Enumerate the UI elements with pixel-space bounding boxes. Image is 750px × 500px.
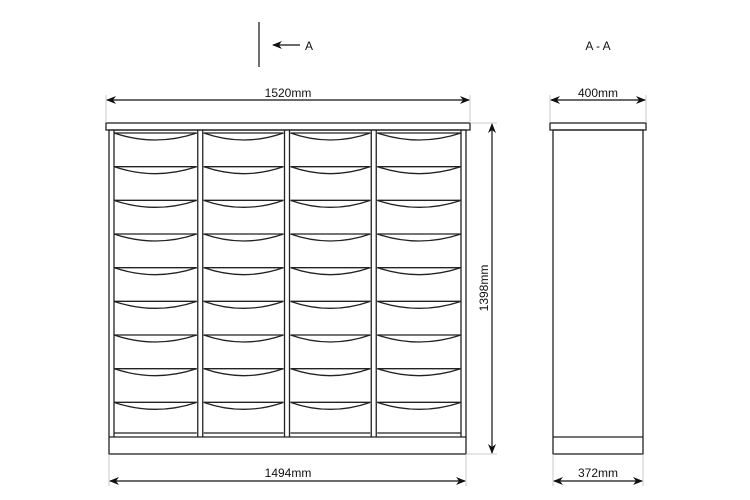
side-carcass xyxy=(552,129,644,455)
drawer-handle-curve xyxy=(113,401,197,410)
section-title: A - A xyxy=(585,39,610,53)
drawer-handle-curve xyxy=(113,199,197,208)
drawer-handle-curve xyxy=(113,334,197,343)
drawer-handle-curve xyxy=(290,166,371,175)
drawer-handle-curve xyxy=(290,233,371,242)
section-marker: A xyxy=(258,22,313,67)
top-board xyxy=(105,122,471,131)
drawer-handle-curve xyxy=(290,368,371,377)
drawer-handle-curve xyxy=(113,233,197,242)
drawer-handle-curve xyxy=(203,334,284,343)
drawer-handle-curve xyxy=(203,132,284,141)
front-view xyxy=(105,122,471,455)
drawer-handle-curve xyxy=(377,368,462,377)
drawer-handle-curve xyxy=(203,300,284,309)
height-label: 1398mm xyxy=(477,265,491,312)
drawer-handle-curve xyxy=(203,166,284,175)
drawer-handle-curve xyxy=(113,300,197,309)
drawer-handle-curve xyxy=(377,334,462,343)
drawer-handle-curve xyxy=(377,300,462,309)
drawer-handle-curve xyxy=(203,233,284,242)
drawer-handle-curve xyxy=(203,267,284,276)
drawer-handle-curve xyxy=(203,401,284,410)
drawer-handle-curve xyxy=(203,368,284,377)
carcass-width-label: 1494mm xyxy=(265,466,312,480)
drawer-handle-curve xyxy=(377,199,462,208)
drawer-handle-curve xyxy=(377,267,462,276)
drawer-handle-curve xyxy=(290,199,371,208)
drawer-handle-curve xyxy=(377,132,462,141)
drawer-handle-curve xyxy=(290,132,371,141)
overall-width-label: 1520mm xyxy=(265,86,312,100)
side-view xyxy=(549,122,647,455)
section-marker-label: A xyxy=(305,39,313,53)
top-depth-label: 400mm xyxy=(578,86,618,100)
drawer-handle-curve xyxy=(377,233,462,242)
drawer-handle-curve xyxy=(290,401,371,410)
carcass-depth-label: 372mm xyxy=(578,466,618,480)
drawer-handle-curve xyxy=(113,368,197,377)
side-top-board xyxy=(549,122,647,131)
carcass xyxy=(108,129,467,455)
drawer-handle-curve xyxy=(290,267,371,276)
drawer-handle-curve xyxy=(290,300,371,309)
drawer-handle-curve xyxy=(113,132,197,141)
drawer-handle-curve xyxy=(290,334,371,343)
drawer-handle-curve xyxy=(113,166,197,175)
drawer-handle-curve xyxy=(203,199,284,208)
drawer-handle-curve xyxy=(377,166,462,175)
drawer-handle-curve xyxy=(113,267,197,276)
drawer-handle-curve xyxy=(377,401,462,410)
